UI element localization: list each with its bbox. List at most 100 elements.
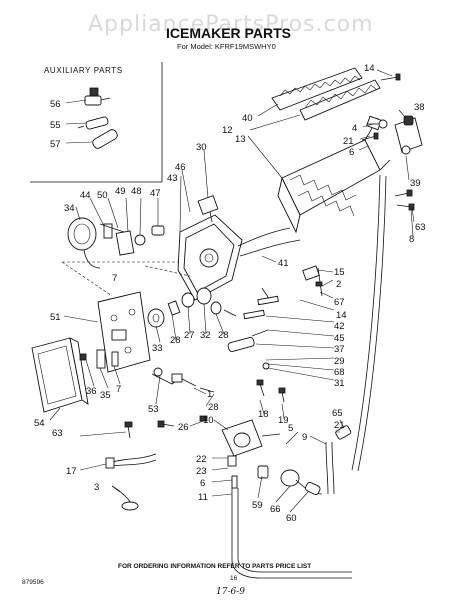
label-2: 2	[336, 279, 341, 290]
label-18: 18	[258, 409, 269, 420]
label-56: 56	[50, 99, 61, 110]
label-41: 41	[278, 258, 289, 269]
label-46: 46	[175, 162, 186, 173]
label-7: 7	[112, 273, 117, 284]
label-65: 65	[332, 408, 343, 419]
label-49: 49	[115, 186, 126, 197]
document-code: 879596	[22, 579, 44, 586]
thermostat-bracket	[394, 115, 423, 155]
label-15: 15	[334, 267, 345, 278]
label-34: 34	[64, 203, 75, 214]
label-45: 45	[334, 333, 345, 344]
shutoff-arm-assembly	[227, 265, 323, 370]
label-29: 29	[334, 356, 345, 367]
ice-mold	[277, 117, 391, 234]
aux-part-57	[92, 129, 118, 149]
label-31: 31	[334, 378, 345, 389]
ordering-footer: FOR ORDERING INFORMATION REFER TO PARTS …	[118, 563, 311, 570]
water-valve	[221, 419, 352, 579]
label-51: 51	[50, 312, 61, 323]
page-number: 16	[230, 575, 238, 582]
label-14: 14	[364, 63, 375, 74]
handwritten-date: 17-6-9	[216, 587, 245, 597]
label-12: 12	[222, 125, 233, 136]
label-10: 10	[203, 415, 214, 426]
leader-lines	[49, 69, 415, 513]
model-line: For Model: KFRF19MSWHY0	[177, 42, 276, 51]
small-screws-bottom	[124, 415, 208, 439]
label-14b: 14	[336, 310, 347, 321]
label-28b: 28	[218, 330, 229, 341]
linkage-arm	[151, 367, 215, 393]
label-9: 9	[302, 432, 307, 443]
label-23: 23	[196, 466, 207, 477]
label-21b: 21	[334, 420, 345, 431]
label-44: 44	[80, 190, 91, 201]
label-32: 32	[200, 330, 211, 341]
label-5: 5	[288, 423, 293, 434]
label-1: 1	[207, 389, 212, 400]
label-28: 28	[170, 335, 181, 346]
label-50: 50	[97, 190, 108, 201]
gear-cluster	[99, 223, 165, 256]
label-67: 67	[334, 297, 345, 308]
label-21: 21	[343, 136, 354, 147]
small-hardware-left	[79, 349, 119, 369]
label-55: 55	[50, 120, 61, 131]
label-59: 59	[252, 500, 263, 511]
front-cover	[31, 337, 89, 413]
aux-part-55	[77, 116, 109, 130]
label-60: 60	[286, 513, 297, 524]
label-22: 22	[196, 454, 207, 465]
label-35: 35	[100, 390, 111, 401]
label-6: 6	[349, 147, 354, 158]
label-30: 30	[196, 142, 207, 153]
label-7b: 7	[116, 384, 121, 395]
label-38: 38	[414, 102, 425, 113]
label-13: 13	[235, 134, 246, 145]
label-19: 19	[278, 415, 289, 426]
label-37: 37	[334, 344, 345, 355]
label-68: 68	[334, 367, 345, 378]
label-11: 11	[198, 492, 208, 503]
valve-fittings	[257, 465, 323, 495]
label-4: 4	[352, 123, 357, 134]
ejector-blade	[271, 67, 381, 121]
drive-motor	[67, 217, 101, 269]
label-63: 63	[415, 222, 426, 233]
wire-clip	[111, 485, 139, 511]
label-43: 43	[167, 173, 178, 184]
label-47: 47	[150, 188, 161, 199]
label-57: 57	[50, 139, 61, 150]
control-housing	[177, 195, 243, 301]
page-title: ICEMAKER PARTS	[166, 25, 291, 41]
label-26: 26	[178, 422, 189, 433]
label-40: 40	[242, 113, 253, 124]
auxiliary-title: AUXILIARY PARTS	[44, 66, 123, 75]
label-54: 54	[34, 418, 45, 429]
label-39: 39	[410, 178, 421, 189]
part-labels: 56 55 57 14 38 40 12 13 4 21 6 39 30 46 …	[34, 63, 426, 524]
label-53: 53	[148, 404, 159, 415]
label-8: 8	[409, 234, 414, 245]
wire-harness	[105, 453, 157, 469]
auxiliary-parts-box: AUXILIARY PARTS	[30, 62, 163, 183]
label-27: 27	[184, 330, 195, 341]
label-33: 33	[152, 343, 163, 354]
label-36: 36	[86, 386, 97, 397]
valve-screws	[256, 379, 286, 403]
exploded-view	[31, 67, 423, 579]
aux-part-56	[84, 87, 111, 106]
screws-top	[361, 73, 415, 211]
label-6b: 6	[200, 478, 205, 489]
inlet-fitting	[325, 425, 352, 495]
label-17: 17	[66, 466, 77, 477]
watermark-text: AppliancePartsPros.com	[88, 12, 374, 37]
label-3: 3	[94, 482, 99, 493]
mounting-plate	[97, 291, 151, 373]
label-63b: 63	[52, 428, 63, 439]
label-66: 66	[270, 504, 281, 515]
label-28c: 28	[208, 402, 219, 413]
label-42: 42	[334, 321, 345, 332]
